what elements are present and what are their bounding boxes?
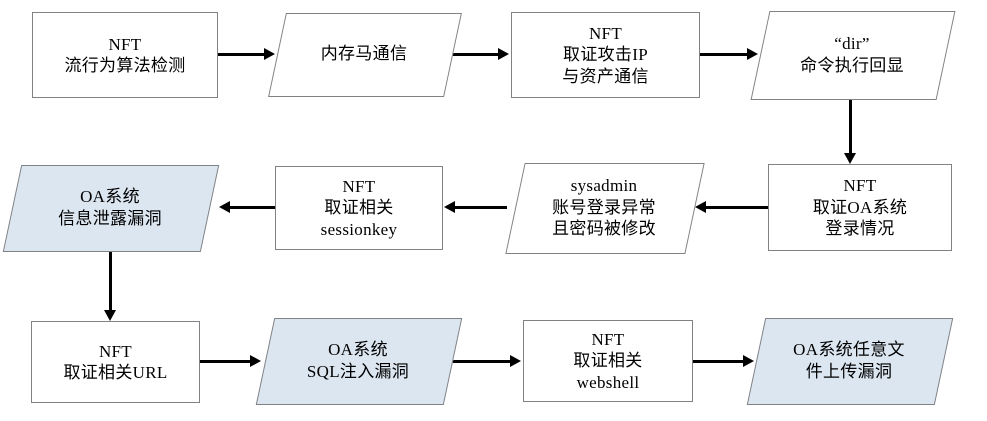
node-oa-info-leak-vuln[interactable]: OA系统 信息泄露漏洞: [2, 165, 220, 252]
connector-n5-n6: [706, 206, 768, 209]
connector-n10-n11: [441, 360, 510, 363]
node-label: OA系统 信息泄露漏洞: [58, 187, 162, 228]
arrowhead-n8-n9: [103, 310, 116, 321]
node-label: NFT 取证相关 sessionkey: [320, 176, 398, 239]
connector-n1-n2: [218, 53, 264, 56]
node-label: OA系统 SQL注入漏洞: [306, 340, 410, 381]
connector-n4-n5: [849, 98, 852, 153]
node-label: NFT 取证相关URL: [63, 341, 168, 382]
connector-n6-n7: [455, 206, 507, 209]
node-sysadmin-abnormal-login[interactable]: sysadmin 账号登录异常 且密码被修改: [505, 163, 705, 254]
node-label: NFT 取证相关 webshell: [573, 329, 643, 392]
arrowhead-n10-n11: [510, 354, 521, 367]
node-label: NFT 流行为算法检测: [64, 34, 186, 75]
arrowhead-n11-n12: [743, 354, 754, 367]
node-nft-behavior-detection[interactable]: NFT 流行为算法检测: [32, 12, 218, 98]
node-nft-attack-ip-asset-comm[interactable]: NFT 取证攻击IP 与资产通信: [511, 12, 700, 98]
node-nft-webshell[interactable]: NFT 取证相关 webshell: [523, 320, 693, 402]
node-label: 内存马通信: [320, 44, 408, 64]
connector-n9-n10: [200, 360, 250, 363]
connector-n7-n8: [230, 206, 275, 209]
arrowhead-n6-n7: [444, 200, 455, 213]
node-oa-sql-injection-vuln[interactable]: OA系统 SQL注入漏洞: [255, 318, 463, 405]
arrowhead-n2-n3: [498, 47, 509, 60]
arrowhead-n1-n2: [264, 47, 275, 60]
connector-n11-n12: [693, 360, 743, 363]
node-label: NFT 取证OA系统 登录情况: [812, 176, 908, 239]
arrowhead-n9-n10: [250, 354, 261, 367]
connector-n8-n9: [109, 250, 112, 310]
node-nft-sessionkey[interactable]: NFT 取证相关 sessionkey: [275, 166, 443, 250]
node-label: “dir” 命令执行回显: [800, 34, 904, 75]
node-dir-command-echo[interactable]: “dir” 命令执行回显: [750, 11, 956, 100]
node-nft-related-url[interactable]: NFT 取证相关URL: [31, 321, 200, 403]
node-label: sysadmin 账号登录异常 且密码被修改: [552, 176, 656, 239]
arrowhead-n4-n5: [843, 153, 856, 164]
arrowhead-n5-n6: [695, 200, 706, 213]
node-oa-arbitrary-file-upload-vuln[interactable]: OA系统任意文 件上传漏洞: [746, 318, 954, 405]
arrowhead-n3-n4: [747, 47, 758, 60]
node-nft-oa-login-status[interactable]: NFT 取证OA系统 登录情况: [768, 164, 952, 251]
node-label: OA系统任意文 件上传漏洞: [793, 340, 905, 381]
connector-n3-n4: [700, 53, 747, 56]
arrowhead-n7-n8: [219, 200, 230, 213]
connector-n2-n3: [442, 53, 498, 56]
node-memory-trojan-comm[interactable]: 内存马通信: [268, 13, 462, 97]
node-label: NFT 取证攻击IP 与资产通信: [562, 23, 649, 86]
